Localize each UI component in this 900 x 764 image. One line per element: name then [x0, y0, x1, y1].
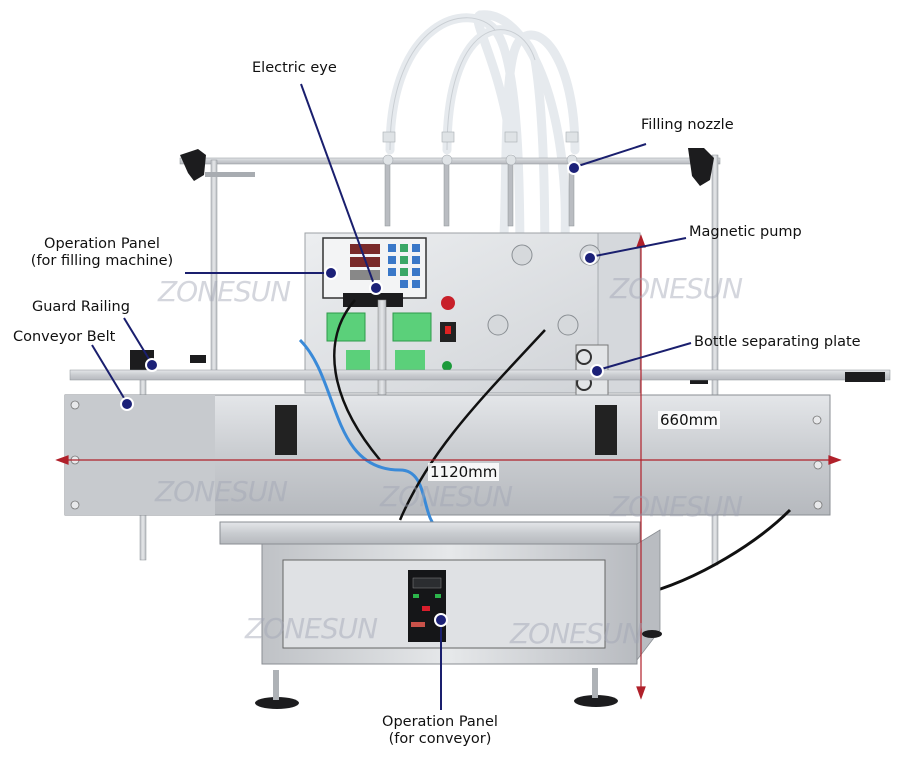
callout-line2: (for filling machine) — [30, 253, 174, 269]
callout-electric-eye: Electric eye — [252, 60, 337, 76]
callout-magnetic-pump: Magnetic pump — [689, 224, 802, 240]
callout-filling-nozzle: Filling nozzle — [641, 117, 734, 133]
callout-line2: (for conveyor) — [388, 731, 492, 747]
callout-bottle-separating-plate: Bottle separating plate — [694, 334, 861, 350]
watermark: ZONESUN — [380, 480, 513, 513]
watermark: ZONESUN — [155, 475, 288, 508]
leader-lines — [91, 83, 692, 710]
callout-line1: Operation Panel — [382, 714, 498, 730]
callout-conveyor-belt: Conveyor Belt — [13, 329, 116, 345]
dimension-lines — [55, 234, 842, 700]
callout-guard-railing: Guard Railing — [32, 299, 130, 315]
watermark: ZONESUN — [610, 272, 743, 305]
callout-operation-panel-conveyor: Operation Panel (for conveyor) — [365, 714, 515, 748]
callout-operation-panel-filling: Operation Panel (for filling machine) — [22, 236, 182, 270]
marker-dots — [120, 161, 604, 627]
dimension-length-label: 1120mm — [428, 463, 500, 481]
watermark: ZONESUN — [610, 490, 743, 523]
dimension-height-label: 660mm — [658, 411, 720, 429]
watermark: ZONESUN — [158, 275, 291, 308]
callout-line1: Operation Panel — [44, 236, 160, 252]
watermark: ZONESUN — [510, 617, 643, 650]
watermark: ZONESUN — [245, 612, 378, 645]
